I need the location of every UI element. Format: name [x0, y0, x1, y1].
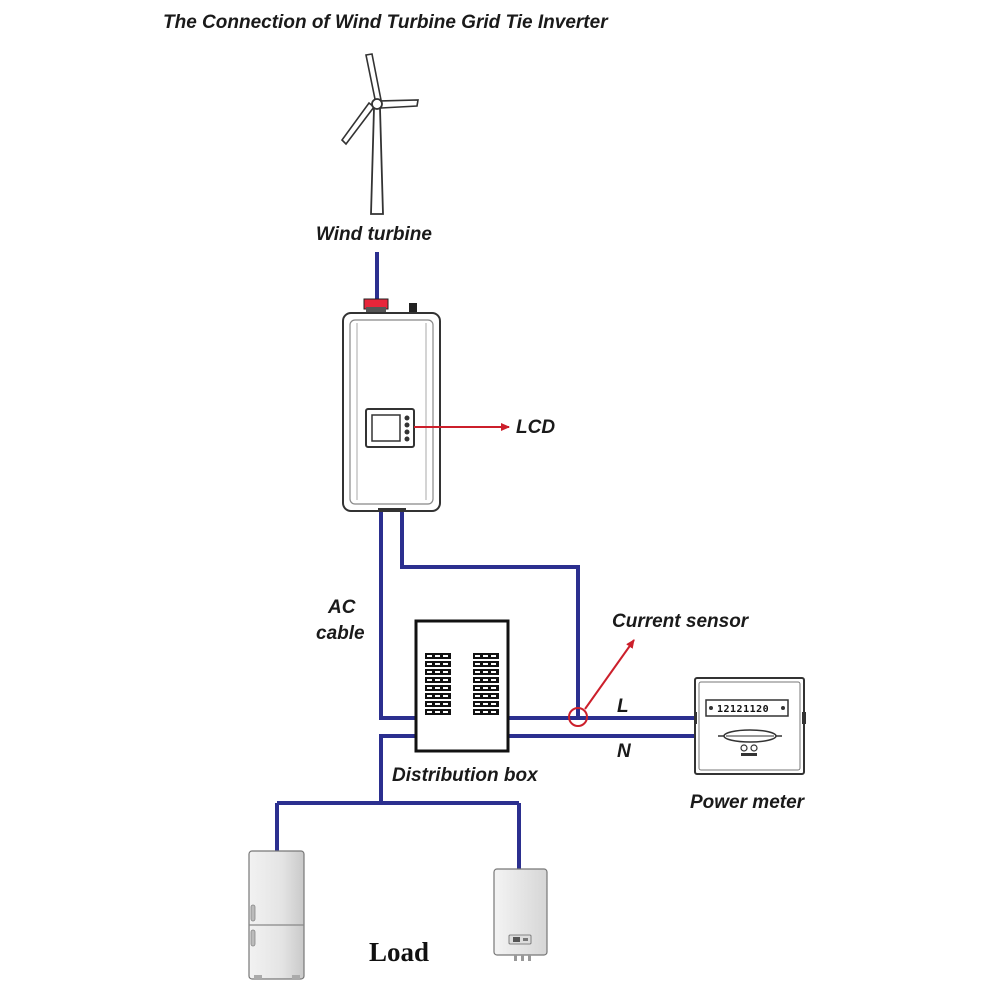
- water-heater-icon: [493, 868, 548, 961]
- breaker-switch: [427, 671, 432, 673]
- wire-load-feed: [379, 734, 417, 803]
- power-meter-icon: 12121120: [694, 677, 806, 775]
- breaker-switch: [475, 687, 480, 689]
- breaker-switch: [475, 695, 480, 697]
- breaker-switch: [475, 703, 480, 705]
- wind-turbine-icon: [340, 53, 419, 215]
- breaker-switch: [443, 671, 448, 673]
- current-sensor-arrow: [584, 639, 635, 710]
- current-sensor-icon: [568, 707, 588, 727]
- wire-ac-cable: [379, 509, 417, 720]
- current-sensor-label: Current sensor: [612, 611, 750, 632]
- breaker-switch: [427, 655, 432, 657]
- breaker-switch: [491, 695, 496, 697]
- breaker-switch: [443, 711, 448, 713]
- distribution-box-label: Distribution box: [392, 765, 539, 786]
- breaker-switch: [491, 655, 496, 657]
- breaker-switch: [427, 687, 432, 689]
- breakers-left: [425, 653, 451, 715]
- breaker-switch: [483, 663, 488, 665]
- breaker-switch: [435, 655, 440, 657]
- ac-cable-label-line2: cable: [316, 623, 365, 644]
- breaker-switch: [443, 663, 448, 665]
- breaker-switch: [435, 671, 440, 673]
- ac-cable-label-line1: AC: [327, 597, 356, 618]
- breaker-switch: [475, 663, 480, 665]
- breaker-switch: [443, 655, 448, 657]
- breaker-switch: [491, 663, 496, 665]
- breaker-switch: [435, 663, 440, 665]
- breaker-switch: [443, 679, 448, 681]
- distribution-box: [414, 619, 510, 753]
- breaker-switch: [475, 655, 480, 657]
- breaker-switch: [475, 679, 480, 681]
- breaker-switch: [483, 687, 488, 689]
- breaker-switch: [435, 703, 440, 705]
- breaker-switch: [475, 711, 480, 713]
- meter-display: 12121120: [717, 704, 769, 715]
- breaker-switch: [427, 695, 432, 697]
- power-meter-label: Power meter: [690, 792, 806, 813]
- diagram-title: The Connection of Wind Turbine Grid Tie …: [163, 12, 609, 33]
- breaker-switch: [483, 695, 488, 697]
- breaker-switch: [435, 711, 440, 713]
- breaker-switch: [443, 687, 448, 689]
- wire-sensor-loop: [400, 509, 580, 716]
- breaker-switch: [443, 703, 448, 705]
- breaker-switch: [483, 703, 488, 705]
- breaker-switch: [435, 695, 440, 697]
- breaker-switch: [427, 679, 432, 681]
- breaker-switch: [475, 671, 480, 673]
- load-label: Load: [369, 937, 429, 967]
- breaker-switch: [491, 679, 496, 681]
- lcd-screen: [371, 414, 401, 442]
- breaker-switch: [483, 655, 488, 657]
- breaker-switch: [435, 687, 440, 689]
- breaker-switch: [435, 679, 440, 681]
- breakers-right: [473, 653, 499, 715]
- wiring: [275, 252, 695, 870]
- breaker-switch: [483, 679, 488, 681]
- line-l-label: L: [617, 696, 629, 717]
- breaker-switch: [483, 671, 488, 673]
- lcd-label: LCD: [516, 417, 555, 438]
- breaker-switch: [427, 703, 432, 705]
- breaker-switch: [491, 703, 496, 705]
- breaker-switch: [443, 695, 448, 697]
- breaker-switch: [427, 711, 432, 713]
- inverter-connector-black: [409, 303, 417, 313]
- breaker-switch: [427, 663, 432, 665]
- refrigerator-icon: [248, 850, 305, 980]
- grid-tie-inverter: [342, 298, 441, 512]
- wind-turbine-label: Wind turbine: [316, 224, 432, 245]
- breaker-switch: [483, 711, 488, 713]
- breaker-switch: [491, 671, 496, 673]
- breaker-switch: [491, 711, 496, 713]
- line-n-label: N: [617, 741, 632, 762]
- breaker-switch: [491, 687, 496, 689]
